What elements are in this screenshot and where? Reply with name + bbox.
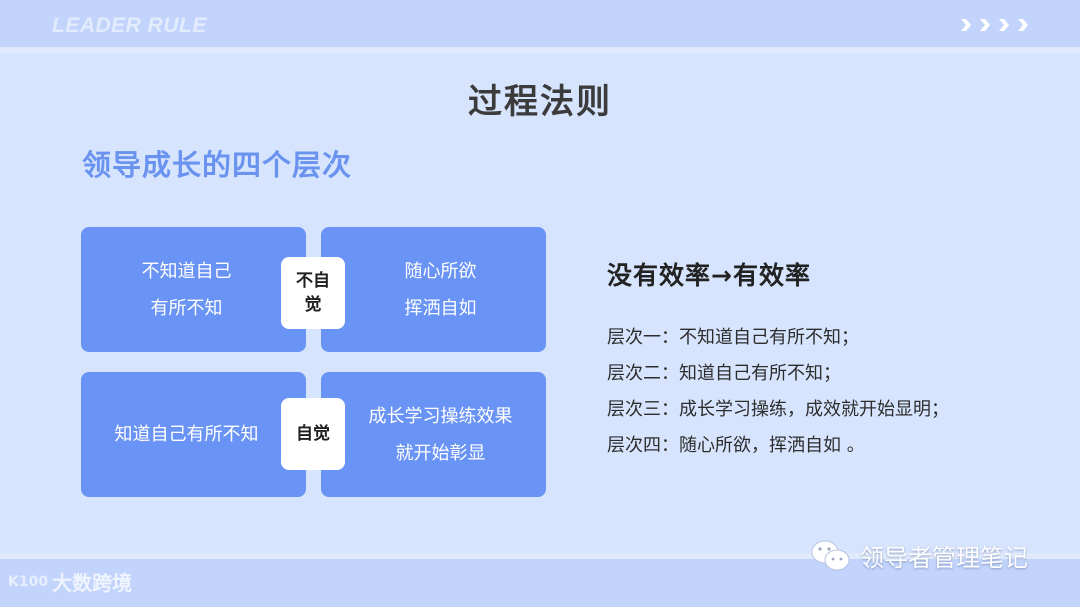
header-divider [0,47,1080,53]
level-item: 层次四：随心所欲，挥洒自如 。 [607,435,865,456]
level-item: 层次二：知道自己有所不知； [607,363,841,384]
badge-label: 自觉 [296,424,330,444]
wechat-icon [811,540,850,570]
quadrant-top-right: 随心所欲 挥洒自如 [321,227,546,352]
footer-band [0,559,1080,607]
chevron-right-icon [1018,19,1028,31]
quadrant-line: 不知道自己 [141,260,232,282]
quadrant-text: 成长学习操练效果 就开始彰显 [355,398,513,472]
chevron-decoration [958,17,1031,33]
quadrant-line: 挥洒自如 [404,297,477,319]
page-title: 过程法则 [468,82,612,122]
footer-divider [0,553,1080,559]
brand-watermark: LEADER RULE [52,14,207,37]
footer-left-watermark: K100 大数跨境 [8,567,132,596]
quadrant-line: 就开始彰显 [395,442,486,464]
quadrant-text: 不知道自己 有所不知 [142,253,246,327]
quadrant-line: 知道自己有所不知 [114,424,259,445]
k100-logo-icon: K100 [8,573,49,590]
quadrant-line: 成长学习操练效果 [368,405,513,427]
quadrant-line: 有所不知 [150,297,223,319]
levels-heading: 没有效率→有效率 [607,261,811,290]
badge-conscious: 自觉 [281,398,345,470]
quadrant-bottom-left: 知道自己有所不知 [81,372,306,497]
levels-list: 层次一：不知道自己有所不知； 层次二：知道自己有所不知； 层次三：成长学习操练，… [607,320,949,464]
chevron-right-icon [980,19,990,31]
quadrant-text: 知道自己有所不知 [115,416,273,453]
footer-right-watermark: 领导者管理笔记 [810,538,1028,573]
quadrant-line: 随心所欲 [404,260,477,282]
level-item: 层次一：不知道自己有所不知； [607,327,859,348]
section-subtitle: 领导成长的四个层次 [82,148,353,182]
chevron-right-icon [999,19,1009,31]
levels-panel: 没有效率→有效率 层次一：不知道自己有所不知； 层次二：知道自己有所不知； 层次… [607,256,949,464]
level-item: 层次三：成长学习操练，成效就开始显明； [607,399,949,420]
badge-label: 不自觉 [296,271,330,315]
quadrant-bottom-right: 成长学习操练效果 就开始彰显 [321,372,546,497]
quadrant-text: 随心所欲 挥洒自如 [391,253,477,327]
footer-right-text: 领导者管理笔记 [860,544,1028,572]
badge-unconscious: 不自觉 [281,257,345,329]
chevron-right-icon [961,19,971,31]
footer-left-text: 大数跨境 [52,571,133,595]
quadrant-grid: 不知道自己 有所不知 随心所欲 挥洒自如 知道自己有所不知 成长学习操练效果 就… [81,227,546,497]
quadrant-top-left: 不知道自己 有所不知 [81,227,306,352]
header-band [0,0,1080,47]
